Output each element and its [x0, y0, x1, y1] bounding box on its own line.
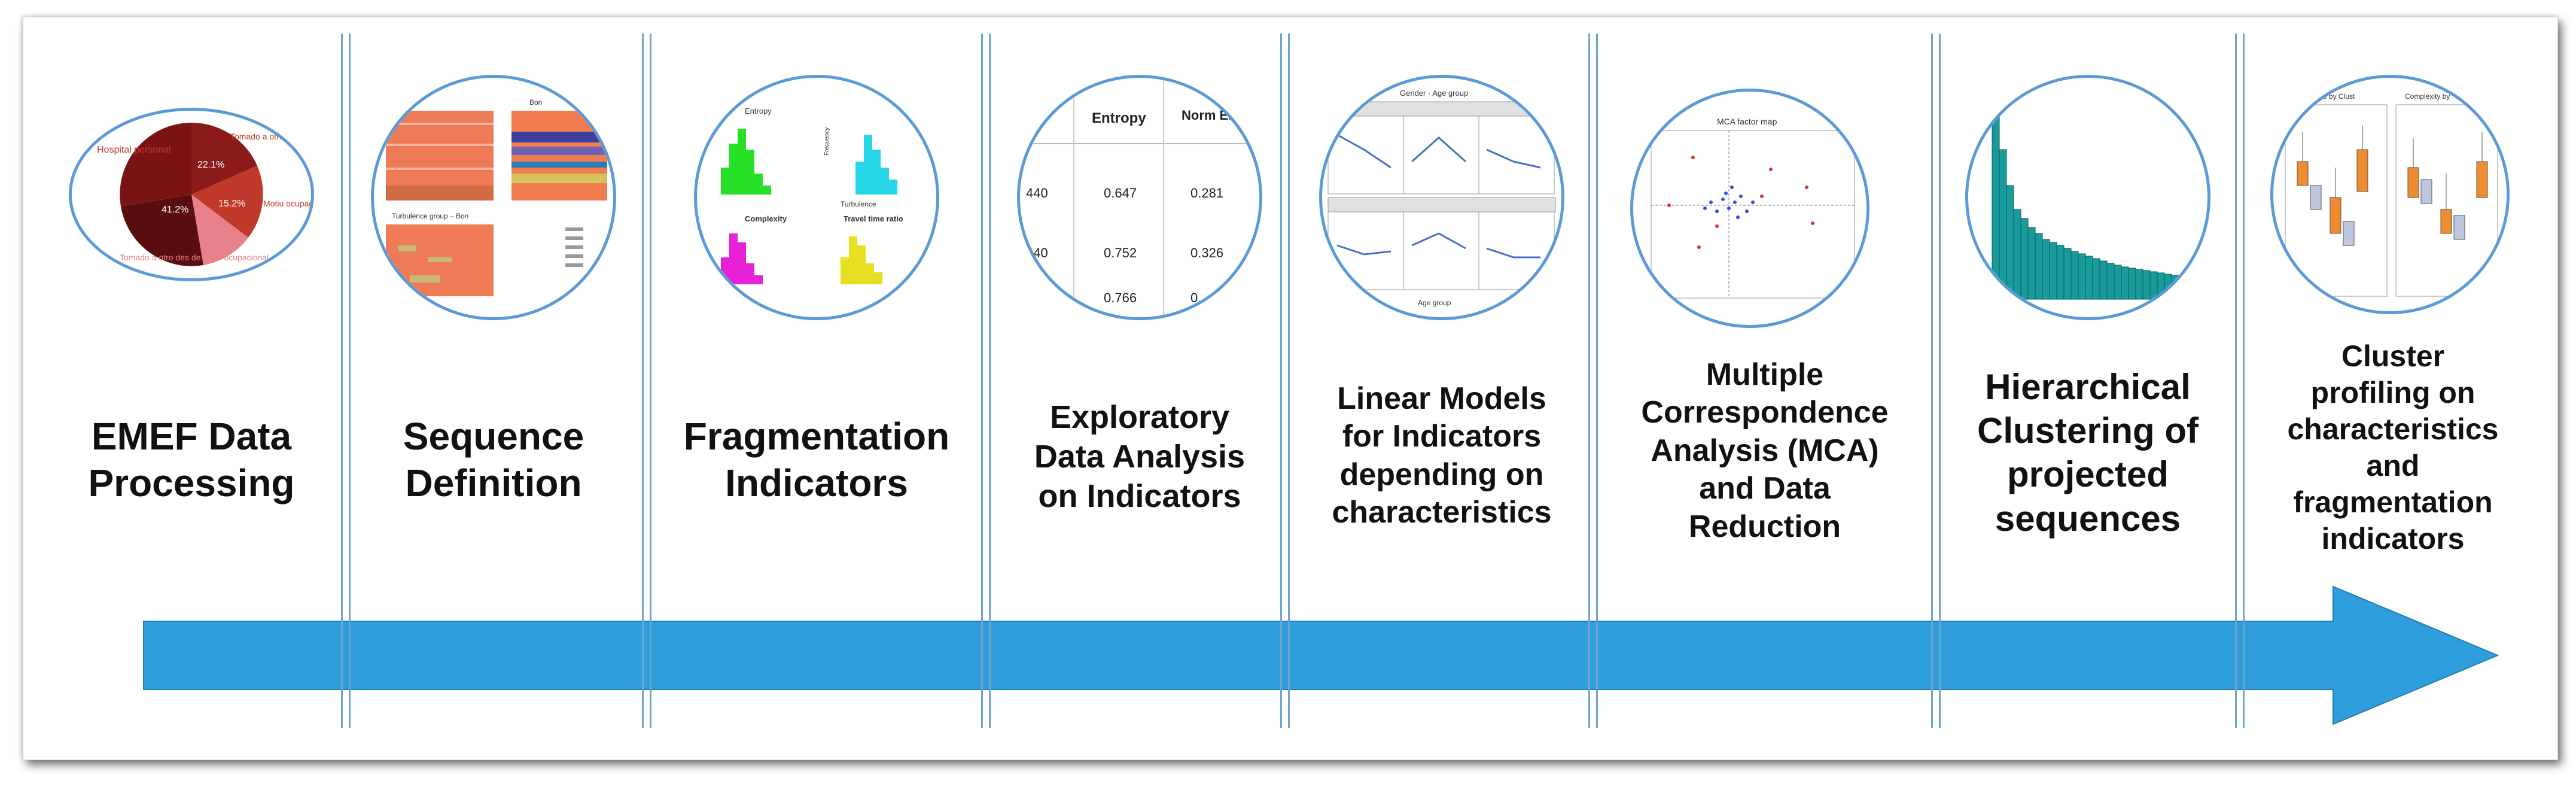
cluster-bar — [2099, 260, 2108, 300]
step-7-thumbnail — [1965, 75, 2210, 320]
cluster-bar — [2135, 269, 2143, 300]
histogram-label: Entropy — [745, 107, 772, 116]
axis-label: Frequency — [824, 127, 830, 156]
step-5-label: Linear Models for Indicators depending o… — [1332, 381, 1552, 530]
cluster-bar — [2078, 253, 2086, 300]
cluster-bar — [2063, 248, 2072, 300]
cluster-bar — [2092, 258, 2100, 300]
step-2-thumbnail: Turbulence group – Bon Bon — [371, 75, 616, 320]
step-5-thumbnail: Gender · Age group Age group — [1319, 75, 1564, 320]
pie-chart: Hospital personal Tomado a otro des de m… — [97, 123, 311, 266]
cluster-bar — [2035, 233, 2043, 300]
divider — [981, 34, 991, 728]
cluster-bar — [2056, 245, 2065, 300]
divider — [1280, 34, 1290, 728]
plot-title: Gender · Age group — [1400, 89, 1468, 98]
table-header: Entropy — [1092, 110, 1146, 126]
divider — [642, 34, 651, 728]
table-cell: 0.766 — [1104, 290, 1137, 305]
histogram-label: Turbulence — [841, 200, 876, 208]
step-3-label: Fragmentation Indicators — [683, 415, 950, 505]
step-6-label: Multiple Correspondence Analysis (MCA) a… — [1641, 357, 1889, 544]
table-cell: 0.647 — [1104, 186, 1137, 200]
cluster-bar — [2070, 251, 2079, 300]
cluster-bar — [2114, 265, 2122, 300]
data-table: a) Entropy Norm Entrop 440 0.647 0.281 4… — [1020, 78, 1259, 317]
step-1-thumbnail: Hospital personal Tomado a otro des de m… — [69, 108, 314, 281]
cluster-boxplots: Turbulence by Clust Complexity by — [2285, 92, 2498, 297]
plot-title: Complexity by — [2405, 92, 2450, 101]
step-8-label: Cluster profiling on characteristics and… — [2287, 339, 2499, 555]
step-8-thumbnail: Turbulence by Clust Complexity by — [2270, 75, 2510, 314]
cluster-bar — [2149, 271, 2158, 300]
cluster-bar — [2049, 242, 2057, 300]
mca-factor-map: MCA factor map — [1651, 117, 1855, 299]
step-4-label: Exploratory Data Analysis on Indicators — [1034, 399, 1246, 514]
linear-model-plots: Gender · Age group Age group — [1327, 89, 1556, 307]
axis-label: Age group — [1418, 299, 1451, 307]
step-6-thumbnail: MCA factor map — [1630, 89, 1869, 328]
cluster-bar — [2121, 266, 2129, 300]
cluster-bar — [2006, 185, 2014, 300]
cluster-bar — [1999, 149, 2007, 300]
step-1-label: EMEF Data Processing — [88, 415, 295, 505]
divider — [2235, 34, 2245, 728]
cluster-bar — [2013, 209, 2021, 300]
cluster-bars — [1992, 107, 2187, 300]
pie-percent: 22.1% — [197, 160, 224, 170]
step-2-label: Sequence Definition — [403, 415, 584, 505]
plot-title: Bon — [529, 98, 542, 107]
sequence-plots: Turbulence group – Bon Bon — [386, 98, 607, 296]
cluster-bar — [2142, 270, 2151, 300]
cluster-bar — [2106, 263, 2115, 300]
pie-percent: 15.2% — [218, 199, 245, 209]
histogram-label: Complexity — [745, 214, 787, 223]
cluster-bar — [2128, 268, 2136, 300]
cluster-bar — [2020, 218, 2029, 300]
divider — [1931, 34, 1941, 728]
table-cell: 0.326 — [1190, 245, 1223, 260]
cluster-bar — [1992, 107, 2000, 300]
cluster-bar — [2042, 239, 2050, 300]
timeline-arrow — [143, 585, 2499, 725]
histograms: Entropy Turbulence Complexity Travel tim… — [721, 107, 903, 284]
table-cell: 0. — [1190, 290, 1201, 305]
histogram-label: Travel time ratio — [844, 214, 903, 223]
cluster-bar — [2085, 256, 2093, 300]
step-4-thumbnail: a) Entropy Norm Entrop 440 0.647 0.281 4… — [1017, 75, 1262, 320]
pie-label: Motiu ocupacional — [263, 199, 311, 208]
table-cell: 440 — [1026, 186, 1048, 200]
divider — [341, 34, 351, 728]
plot-title: Turbulence group – Bon — [392, 212, 468, 220]
pie-label: Tomado a otro des de motu ocupacional — [120, 253, 269, 262]
pie-label: Hospital personal — [97, 145, 171, 155]
table-cell: 0.281 — [1190, 186, 1223, 200]
step-3-thumbnail: Entropy Turbulence Complexity Travel tim… — [694, 75, 939, 320]
cluster-bar-chart — [1992, 107, 2187, 300]
cluster-bar — [2027, 227, 2036, 300]
step-7-label: Hierarchical Clustering of projected seq… — [1977, 367, 2199, 539]
pie-percent: 41.2% — [162, 205, 188, 215]
table-cell: 0.752 — [1104, 245, 1137, 260]
divider — [1588, 34, 1598, 728]
plot-title: MCA factor map — [1717, 117, 1777, 126]
